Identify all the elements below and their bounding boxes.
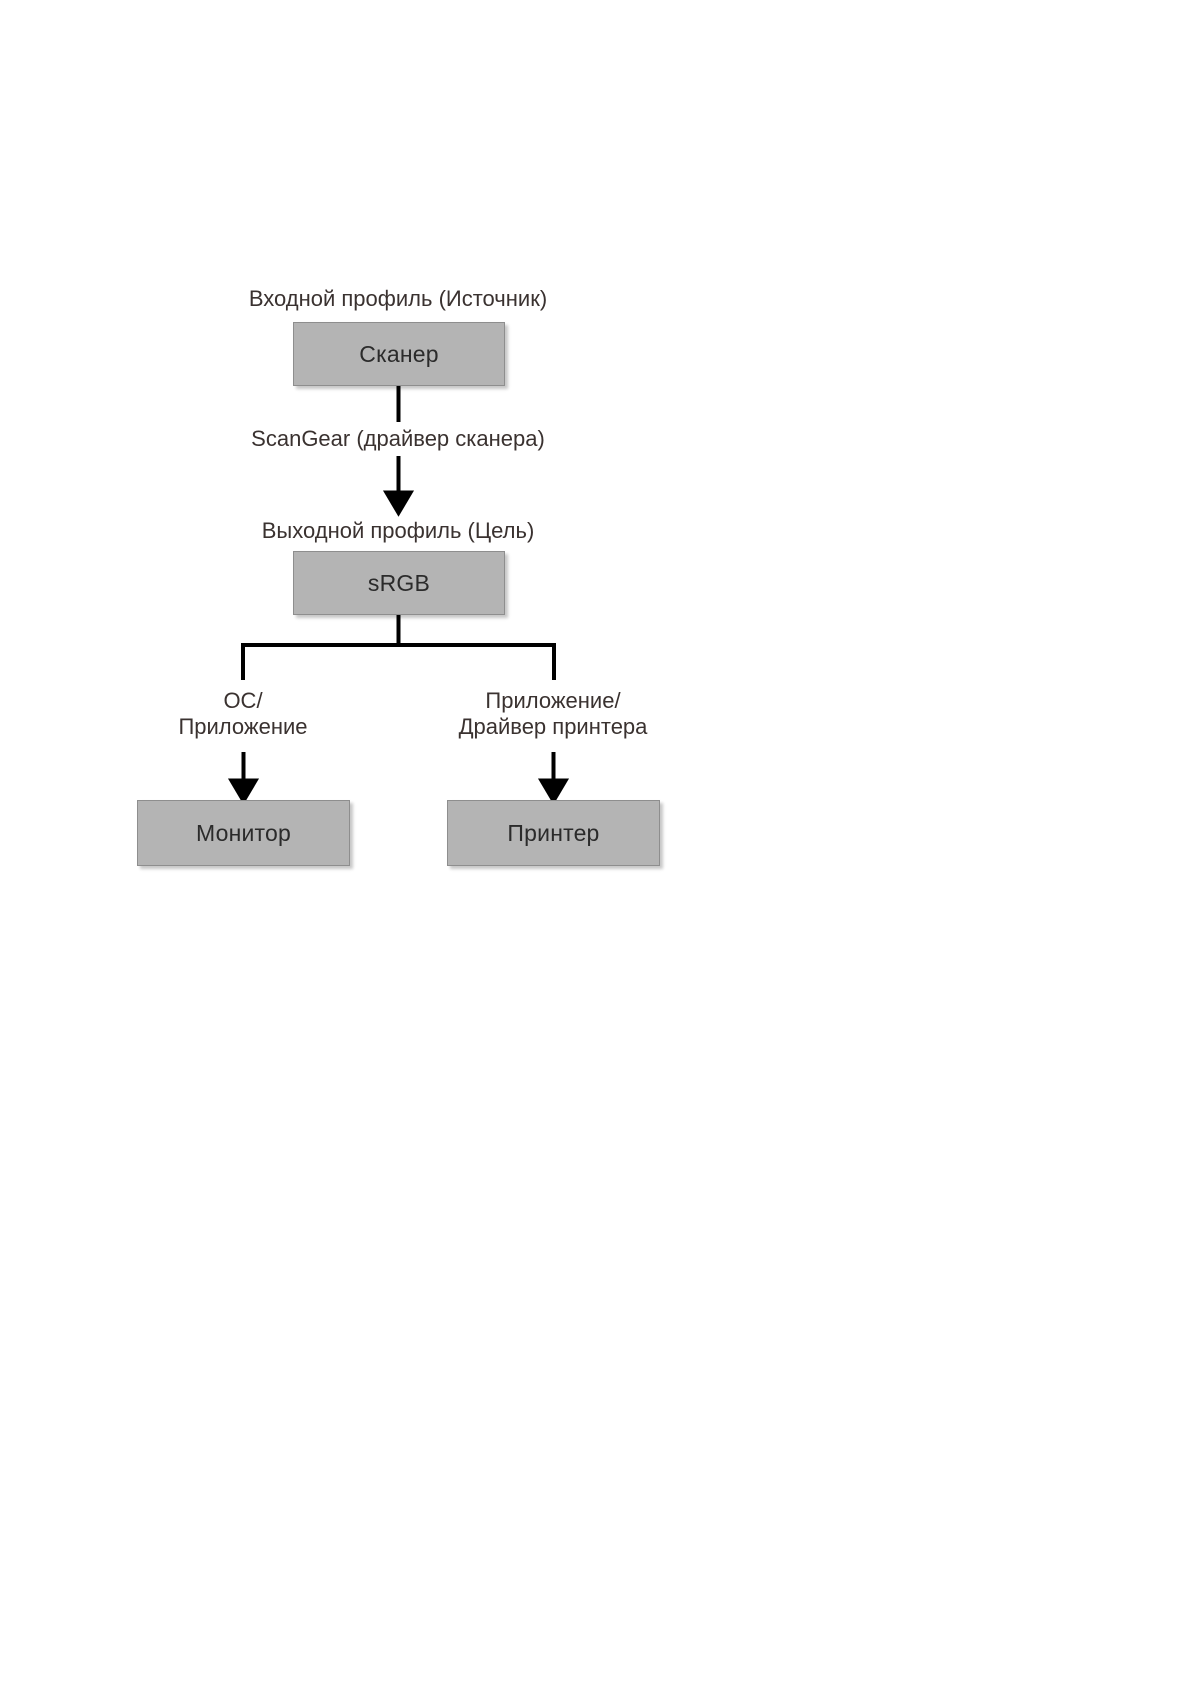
- caption-os-application: ОС/ Приложение: [143, 688, 343, 740]
- caption-application-printer-driver-line2: Драйвер принтера: [458, 713, 648, 739]
- node-monitor-label: Монитор: [195, 819, 292, 846]
- node-printer: Принтер: [447, 800, 660, 866]
- caption-scangear-driver: ScanGear (драйвер сканера): [251, 426, 545, 451]
- node-srgb-label: sRGB: [367, 569, 431, 596]
- node-monitor: Монитор: [137, 800, 350, 866]
- node-srgb: sRGB: [293, 551, 505, 615]
- caption-output-profile: Выходной профиль (Цель): [261, 518, 535, 543]
- caption-os-application-line2: Приложение: [178, 713, 308, 739]
- node-scanner: Сканер: [293, 322, 505, 386]
- node-printer-label: Принтер: [507, 819, 600, 846]
- node-scanner-label: Сканер: [359, 340, 439, 367]
- caption-os-application-line1: ОС/: [223, 688, 263, 713]
- caption-application-printer-driver-line1: Приложение/: [485, 688, 621, 713]
- caption-input-profile: Входной профиль (Источник): [248, 286, 548, 311]
- caption-application-printer-driver: Приложение/ Драйвер принтера: [428, 688, 678, 740]
